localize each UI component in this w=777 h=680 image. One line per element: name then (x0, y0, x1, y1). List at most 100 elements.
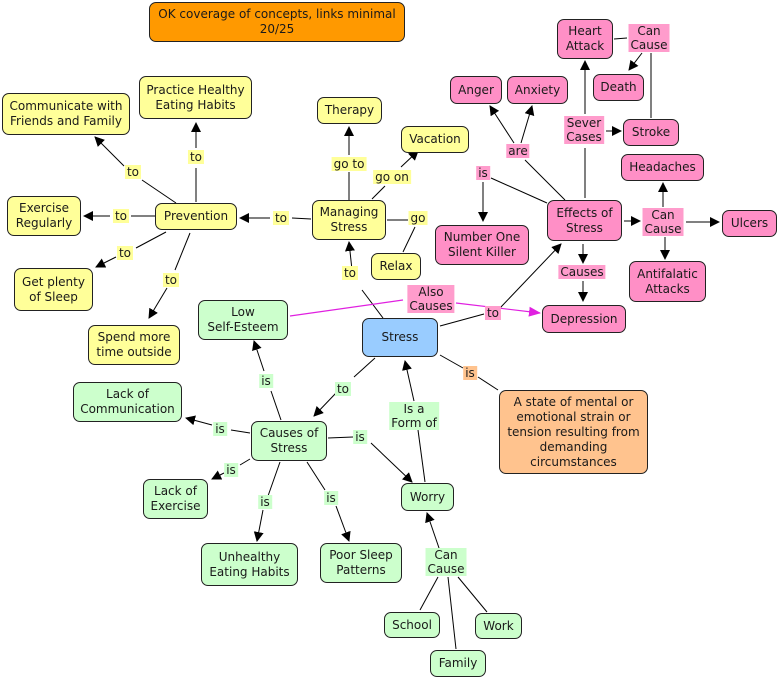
link-label[interactable]: go on (373, 170, 411, 184)
link-line (174, 232, 191, 271)
cross-link-line (289, 299, 404, 317)
concept-poor-sleep[interactable]: Poor Sleep Patterns (320, 543, 402, 583)
link-line (457, 576, 488, 613)
concept-depression[interactable]: Depression (542, 305, 626, 333)
link-line (490, 177, 548, 204)
link-line (313, 392, 337, 417)
link-line (524, 159, 566, 201)
link-line (291, 217, 312, 220)
link-line (402, 226, 416, 253)
link-line (327, 436, 354, 439)
concept-silent-killer[interactable]: Number One Silent Killer (435, 225, 529, 265)
link-line (148, 287, 168, 319)
concept-worry[interactable]: Worry (401, 483, 454, 511)
concept-anxiety[interactable]: Anxiety (507, 76, 568, 104)
link-label[interactable]: is (259, 374, 273, 388)
link-label[interactable]: Can Cause (628, 24, 670, 52)
concept-definition[interactable]: A state of mental or emotional strain or… (499, 390, 648, 474)
link-label[interactable]: go to (331, 157, 367, 171)
concept-headaches[interactable]: Headaches (621, 154, 704, 181)
link-label[interactable]: Can Cause (642, 208, 684, 236)
link-label[interactable]: to (162, 273, 180, 287)
concept-lack-of-exercise[interactable]: Lack of Exercise (143, 479, 208, 519)
link-line (400, 150, 419, 168)
link-label[interactable]: is (463, 366, 477, 380)
concept-prevention[interactable]: Prevention (155, 203, 237, 230)
grade-note: OK coverage of concepts, links minimal 2… (149, 2, 405, 42)
link-line (270, 390, 282, 421)
concept-death[interactable]: Death (593, 74, 644, 101)
concept-practice-healthy-eating[interactable]: Practice Healthy Eating Habits (139, 76, 252, 119)
link-line (439, 313, 485, 327)
link-line (417, 429, 426, 483)
concept-spend-time-outside[interactable]: Spend more time outside (88, 325, 180, 365)
concept-therapy[interactable]: Therapy (317, 97, 382, 124)
concept-relax[interactable]: Relax (371, 253, 421, 280)
link-line (267, 461, 281, 497)
concept-anger[interactable]: Anger (450, 76, 502, 104)
link-label[interactable]: to (112, 209, 130, 223)
link-label[interactable]: are (506, 144, 530, 158)
link-label[interactable]: is (258, 495, 272, 509)
link-line (135, 231, 167, 249)
concept-school[interactable]: School (384, 612, 440, 638)
link-label[interactable]: to (124, 165, 142, 179)
concept-antifalatic-attacks[interactable]: Antifalatic Attacks (629, 261, 706, 302)
concept-communicate[interactable]: Communicate with Friends and Family (2, 93, 130, 135)
link-label[interactable]: to (341, 266, 359, 280)
link-line (499, 243, 562, 309)
link-line (185, 415, 213, 426)
link-label[interactable]: is (224, 463, 238, 477)
link-label[interactable]: to (334, 382, 352, 396)
link-label[interactable]: is (476, 166, 490, 180)
concept-ulcers[interactable]: Ulcers (722, 210, 777, 237)
link-label[interactable]: is (324, 491, 338, 505)
link-label[interactable]: Sever Cases (564, 116, 604, 144)
link-line (344, 241, 355, 271)
link-line (353, 357, 376, 378)
concept-causes-of-stress[interactable]: Causes of Stress (251, 421, 327, 461)
link-label[interactable]: is (213, 422, 227, 436)
link-line (419, 576, 439, 611)
link-line (335, 505, 351, 542)
concept-work[interactable]: Work (475, 613, 522, 639)
concept-stroke[interactable]: Stroke (623, 119, 679, 146)
link-line (613, 37, 628, 40)
concept-unhealthy-eating[interactable]: Unhealthy Eating Habits (201, 543, 298, 586)
concept-stress[interactable]: Stress (362, 318, 438, 357)
concept-get-sleep[interactable]: Get plenty of Sleep (14, 268, 93, 311)
link-label[interactable]: to (116, 246, 134, 260)
link-line (306, 461, 326, 491)
concept-exercise-regularly[interactable]: Exercise Regularly (7, 196, 81, 236)
link-line (425, 512, 440, 549)
link-label[interactable]: Can Cause (425, 548, 467, 576)
concept-effects-of-stress[interactable]: Effects of Stress (547, 200, 622, 241)
link-line (370, 442, 413, 483)
link-line (489, 105, 515, 144)
link-line (402, 360, 415, 402)
link-label[interactable]: Also Causes (407, 285, 455, 313)
concept-family[interactable]: Family (430, 650, 486, 677)
concept-low-self-esteem[interactable]: Low Self-Esteem (198, 300, 288, 340)
link-label[interactable]: Is a Form of (389, 402, 439, 430)
concept-vacation[interactable]: Vacation (401, 126, 469, 153)
link-line (239, 458, 251, 466)
link-label[interactable]: to (484, 306, 502, 320)
link-line (447, 576, 457, 650)
concept-heart-attack[interactable]: Heart Attack (557, 19, 613, 59)
link-line (439, 354, 464, 369)
link-label[interactable]: go (408, 211, 428, 225)
link-line (628, 52, 643, 71)
link-label[interactable]: to (272, 211, 290, 225)
concept-managing-stress[interactable]: Managing Stress (312, 200, 386, 240)
link-line (211, 470, 225, 480)
link-line (477, 376, 499, 391)
concept-lack-of-communication[interactable]: Lack of Communication (73, 382, 182, 422)
link-label[interactable]: Causes (558, 265, 606, 279)
link-label[interactable]: to (187, 150, 205, 164)
link-line (95, 256, 117, 268)
link-line (94, 136, 125, 167)
link-line (252, 340, 265, 372)
link-label[interactable]: is (353, 430, 367, 444)
